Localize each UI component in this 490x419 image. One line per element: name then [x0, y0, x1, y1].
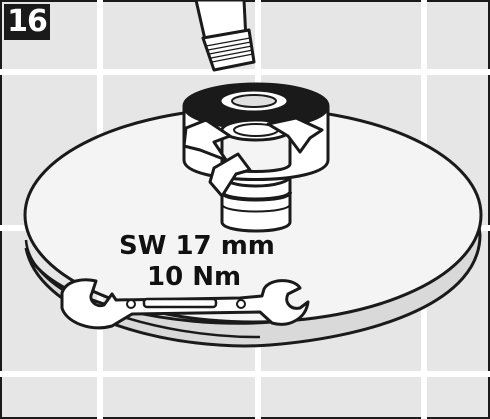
- open-end-wrench-icon: [60, 278, 310, 330]
- wrench-size-label: SW 17 mm: [119, 231, 275, 261]
- step-number-badge: 16: [4, 4, 50, 40]
- rotation-arrows-icon: [182, 116, 324, 198]
- threaded-connector-icon: [182, 82, 330, 233]
- shower-arm-icon: [194, 0, 256, 72]
- torque-label: 10 Nm: [147, 262, 242, 292]
